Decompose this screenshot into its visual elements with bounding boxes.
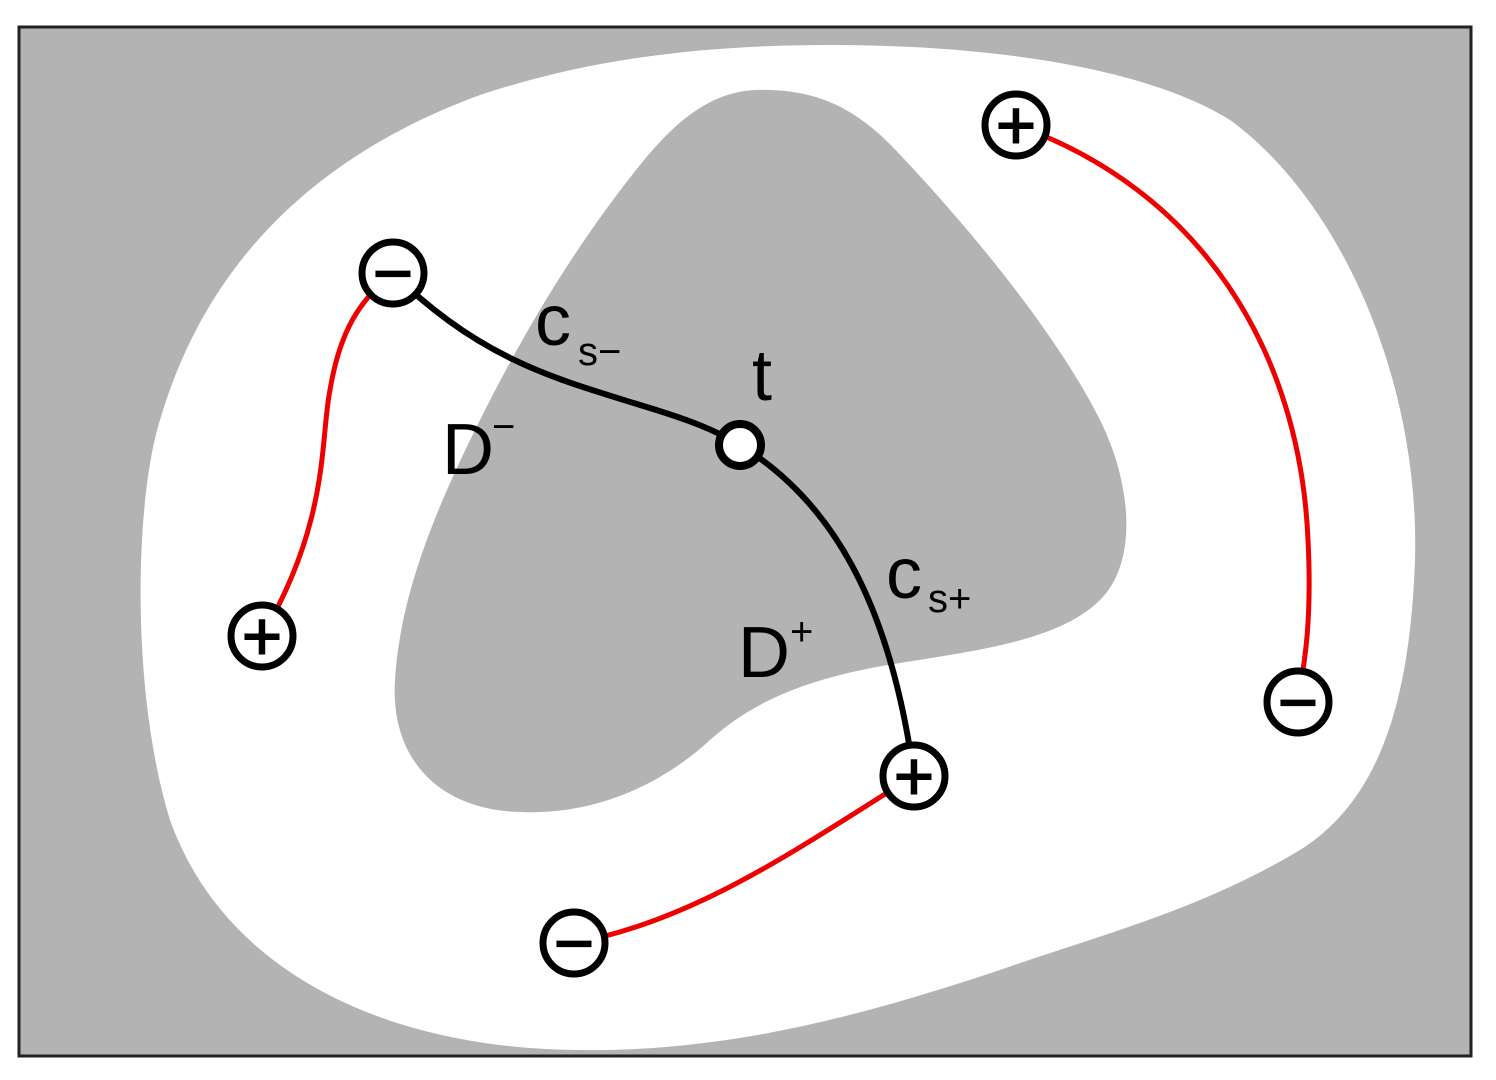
plus-sign: +: [239, 604, 286, 669]
label-c-s-plus: c s+: [886, 534, 971, 621]
node-right-plus: +: [981, 90, 1051, 160]
node-right-minus: −: [1263, 667, 1333, 737]
plus-sign: +: [891, 744, 938, 809]
curve-c-s-plus: [738, 442, 917, 777]
curve-c-s-minus: [390, 270, 742, 448]
label-t: t: [752, 336, 772, 416]
minus-sign: −: [370, 241, 417, 306]
point-t: [715, 420, 765, 470]
red-curve-right: [1015, 122, 1312, 703]
node-bottom-plus: +: [879, 741, 949, 811]
red-curve-bottom: [573, 773, 916, 946]
red-curve-left: [259, 271, 395, 638]
node-left-minus: −: [358, 238, 428, 308]
plus-sign: +: [993, 93, 1040, 158]
minus-sign: −: [551, 911, 598, 976]
label-d-minus: D −: [442, 405, 515, 490]
label-c-s-minus: c s−: [535, 281, 621, 374]
node-left-plus: +: [227, 601, 297, 671]
node-bottom-minus: −: [539, 908, 609, 978]
minus-sign: −: [1275, 670, 1322, 735]
label-d-plus: D +: [738, 610, 813, 693]
